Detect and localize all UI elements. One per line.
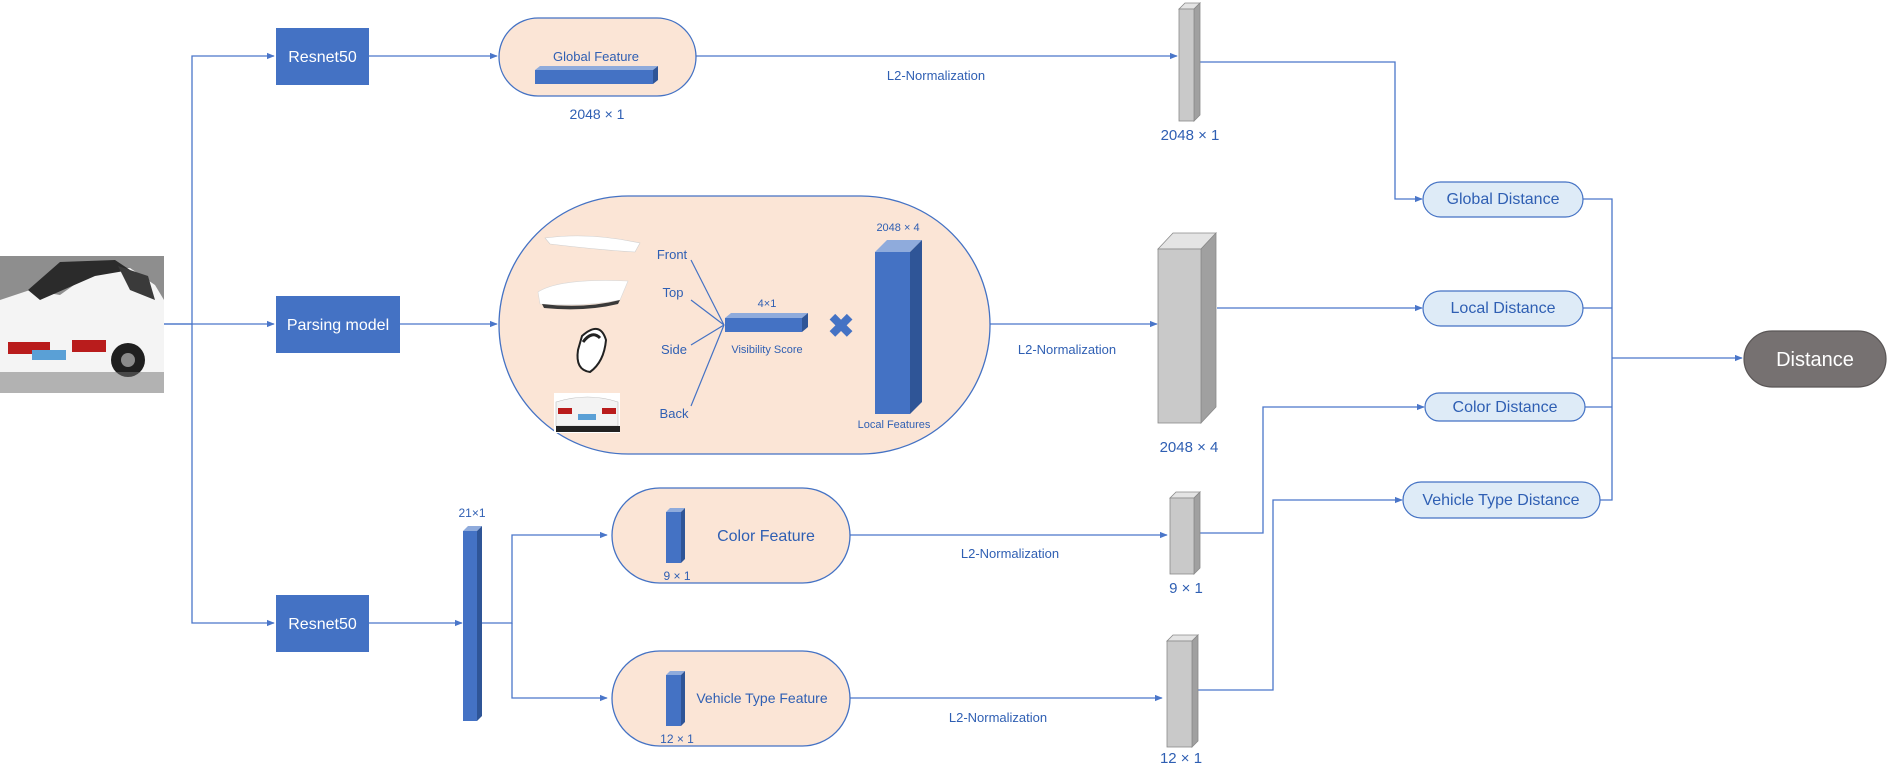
resnet50-top-node: Resnet50 [276,28,369,85]
local-distance-label: Local Distance [1451,300,1556,317]
final-distance-label: Distance [1776,349,1854,371]
final-distance-node: Distance [1743,330,1887,388]
color-normalization-label: L2-Normalization [961,546,1059,561]
resnet50-bottom-node: Resnet50 [276,595,369,652]
local-features-block [875,240,922,414]
global-distance-node: Global Distance [1422,181,1584,218]
connector-input-resnet-bottom [191,324,275,627]
multiply-icon: ✖ [828,308,855,344]
color-normalized-size: 9 × 1 [1169,580,1203,597]
parsing-block: Front Top Side Back 4×1 Visibility Score… [498,195,991,455]
side-part-thumbnail [576,328,608,374]
top-part-thumbnail [537,280,629,310]
connector-global-distance [1198,61,1423,203]
shared-vector-bar [463,526,482,721]
view-fan-lines [690,259,725,407]
global-normalized-vector [1178,2,1201,122]
visibility-size: 4×1 [758,298,777,310]
global-feature-title: Global Feature [553,49,639,64]
type-feature-title: Vehicle Type Feature [696,690,827,706]
connectors [164,52,1743,702]
type-normalized-vector [1166,634,1199,748]
type-normalization-label: L2-Normalization [949,710,1047,725]
global-normalized-size: 2048 × 1 [1161,127,1220,144]
local-normalized-size: 2048 × 4 [1160,439,1219,456]
back-part-thumbnail [554,393,620,433]
color-distance-node: Color Distance [1424,392,1586,422]
global-feature-size: 2048 × 1 [570,106,625,122]
local-normalization-label: L2-Normalization [1018,342,1116,357]
local-normalized-vector [1157,231,1217,425]
view-label-side: Side [661,342,687,357]
color-distance-label: Color Distance [1453,399,1558,416]
type-distance-label: Vehicle Type Distance [1422,492,1579,509]
connector-type-distance [1198,496,1403,691]
parsing-model-node: Parsing model [276,296,400,353]
type-feature-bar [666,671,685,726]
resnet50-bottom-label: Resnet50 [288,616,357,633]
view-label-top: Top [663,285,684,300]
color-feature-title: Color Feature [717,528,815,545]
color-feature-size: 9 × 1 [663,569,690,583]
connector-color-distance [1200,403,1425,534]
local-distance-node: Local Distance [1422,290,1584,327]
connector-input-trunk [164,52,275,325]
global-feature-bar [535,66,658,84]
visibility-score-label: Visibility Score [731,344,802,356]
type-normalized-size: 12 × 1 [1160,750,1202,767]
connector-vector-color [481,531,608,624]
parsing-model-label: Parsing model [287,317,389,334]
connector-merge-type [1600,358,1613,501]
view-label-back: Back [660,406,689,421]
global-feature-block: Global Feature [498,17,697,97]
visibility-score-bar [725,313,808,332]
type-feature-size: 12 × 1 [660,732,694,746]
local-features-label: Local Features [858,419,931,431]
color-normalized-vector [1169,491,1201,575]
shared-vector-size: 21×1 [458,506,485,520]
global-normalization-label: L2-Normalization [887,68,985,83]
resnet50-top-label: Resnet50 [288,49,357,66]
global-distance-label: Global Distance [1447,191,1560,208]
type-distance-node: Vehicle Type Distance [1402,481,1601,519]
type-feature-block: Vehicle Type Feature 12 × 1 [611,650,851,747]
color-feature-block: Color Feature 9 × 1 [611,487,851,584]
input-car-image [0,256,164,393]
connector-merge-global [1583,198,1613,358]
view-label-front: Front [657,247,688,262]
color-feature-bar [666,508,685,563]
connector-vector-type [511,623,608,702]
local-features-size: 2048 × 4 [876,222,919,234]
front-part-thumbnail [544,235,641,253]
